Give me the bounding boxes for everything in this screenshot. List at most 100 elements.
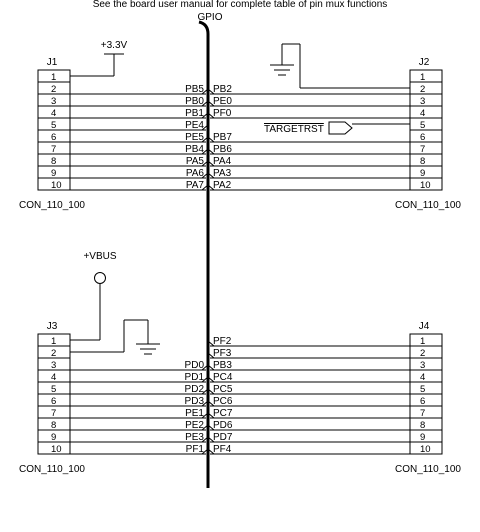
j3-pin-number: 4: [51, 372, 56, 383]
j3-net-label: PD0: [185, 360, 205, 371]
j4-bus-entry: [207, 388, 215, 395]
j3-bus-entry: [201, 424, 209, 431]
j4-net-label: PC6: [213, 396, 233, 407]
j4-bus-entry: [207, 376, 215, 383]
j3-bus-entry: [201, 388, 209, 395]
j2-pin-number: 9: [420, 168, 425, 179]
j4-pin-number: 5: [420, 384, 425, 395]
j2-pin-number: 1: [420, 72, 425, 83]
j1-pin-number: 10: [51, 180, 62, 191]
j3-pin-number: 3: [51, 360, 56, 371]
j2-pin-number: 5: [420, 120, 425, 131]
j1-bus-entry: [201, 148, 209, 155]
j3-bus-entry: [201, 436, 209, 443]
j2-net-label: PA4: [213, 156, 232, 167]
j3-pin-number: 2: [51, 348, 56, 359]
j1-net-label: PE5: [185, 132, 204, 143]
j1-net-label: PB5: [185, 84, 204, 95]
j2-pin-number: 4: [420, 108, 425, 119]
j2-pin-number: 3: [420, 96, 425, 107]
j2-bus-entry: [207, 172, 215, 179]
j3-bus-entry: [201, 448, 209, 455]
j4-bus-entry: [207, 352, 215, 359]
j3-net-label: PE3: [185, 432, 204, 443]
ground-symbol-j2: [270, 43, 410, 89]
j2-ref-label: J2: [419, 57, 430, 68]
j4-pin-number: 6: [420, 396, 425, 407]
j1-bus-entry: [201, 184, 209, 191]
power-vbus-label: +VBUS: [83, 251, 116, 262]
j4-bus-entry: [207, 424, 215, 431]
j4-net-label: PC7: [213, 408, 233, 419]
j4-pin-number: 9: [420, 432, 425, 443]
j2-net-label: PF0: [213, 108, 232, 119]
j3-pin-number: 10: [51, 444, 62, 455]
j1-pin-number: 7: [51, 144, 56, 155]
j1-pin-number: 5: [51, 120, 56, 131]
j4-pin-number: 3: [420, 360, 425, 371]
j1-bus-entry: [201, 160, 209, 167]
targetrst-label: TARGETRST: [264, 124, 324, 135]
j3-pin-number: 7: [51, 408, 56, 419]
j2-bus-entry: [207, 112, 215, 119]
j2-bus-entry: [207, 160, 215, 167]
targetrst-port: TARGETRST: [264, 121, 410, 135]
j2-bus-entry: [207, 136, 215, 143]
j4-ref-label: J4: [419, 321, 430, 332]
j2-bus-entry: [207, 88, 215, 95]
j3-net-label: PD1: [185, 372, 205, 383]
j1-bus-entry: [201, 172, 209, 179]
diagram-title: See the board user manual for complete t…: [93, 0, 388, 10]
j2-bus-entry: [207, 100, 215, 107]
j4-net-label: PC4: [213, 372, 233, 383]
j1-net-label: PB0: [185, 96, 204, 107]
j3-bus-entry: [201, 376, 209, 383]
j2-pin-number: 2: [420, 84, 425, 95]
j2-pin-number: 10: [420, 180, 431, 191]
j4-bus-entry: [207, 412, 215, 419]
j1-net-label: PB4: [185, 144, 204, 155]
j1-net-label: PE4: [185, 120, 204, 131]
j4-pin-number: 2: [420, 348, 425, 359]
power-3v3-symbol: +3.3V: [70, 40, 128, 77]
j1-pin-number: 9: [51, 168, 56, 179]
ground-symbol-j3: [70, 319, 160, 355]
j2-pin-number: 6: [420, 132, 425, 143]
j3-pin-number: 6: [51, 396, 56, 407]
power-3v3-label: +3.3V: [101, 40, 128, 51]
j4-net-label: PF4: [213, 444, 232, 455]
j4-pin-number: 1: [420, 336, 425, 347]
j1-net-label: PA5: [186, 156, 205, 167]
j4-bus-entry: [207, 436, 215, 443]
j4-bus-entry: [207, 364, 215, 371]
j2-net-label: PB2: [213, 84, 232, 95]
j3-pin-number: 5: [51, 384, 56, 395]
j4-part-label: CON_110_100: [395, 464, 461, 475]
j1-bus-entry: [201, 112, 209, 119]
j4-bus-entry: [207, 448, 215, 455]
bus-label: GPIO: [197, 12, 222, 23]
j4-net-label: PC5: [213, 384, 233, 395]
power-vbus-symbol: +VBUS: [70, 251, 117, 341]
j1-bus-entry: [201, 88, 209, 95]
j3-pin-number: 9: [51, 432, 56, 443]
j3-bus-entry: [201, 364, 209, 371]
j1-ref-label: J1: [47, 57, 58, 68]
j2-pin-number: 8: [420, 156, 425, 167]
j4-bus-entry: [207, 400, 215, 407]
j1-pin-number: 1: [51, 72, 56, 83]
j4-pin-number: 4: [420, 372, 425, 383]
j1-pin-number: 3: [51, 96, 56, 107]
j3-pin-number: 8: [51, 420, 56, 431]
j2-bus-entry: [207, 148, 215, 155]
j1-bus-entry: [201, 100, 209, 107]
j1-pin-number: 4: [51, 108, 56, 119]
j4-pin-number: 8: [420, 420, 425, 431]
j2-part-label: CON_110_100: [395, 200, 461, 211]
j4-net-label: PB3: [213, 360, 232, 371]
j1-net-label: PA6: [186, 168, 205, 179]
j3-pin-number: 1: [51, 336, 56, 347]
j4-pin-number: 10: [420, 444, 431, 455]
j2-net-label: PA3: [213, 168, 232, 179]
